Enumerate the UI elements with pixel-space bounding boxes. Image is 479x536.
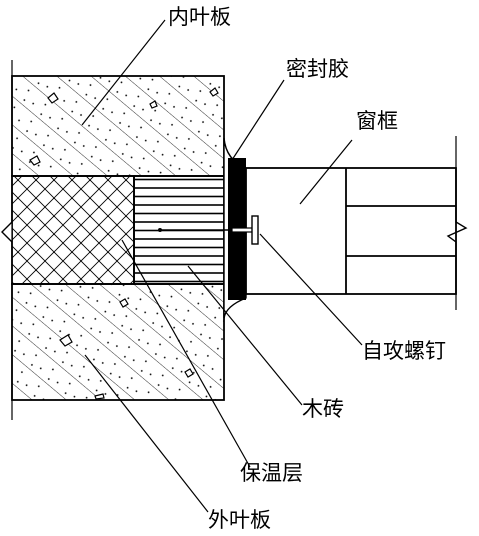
window-frame <box>245 136 468 310</box>
label-outer-leaf: 外叶板 <box>208 508 271 532</box>
leader-window-frame <box>299 139 353 205</box>
inner-leaf-panel <box>11 75 225 177</box>
self-tapping-screw <box>158 215 259 245</box>
label-window-frame: 窗框 <box>356 109 398 133</box>
label-inner-leaf: 内叶板 <box>168 5 231 29</box>
leader-inner-leaf <box>81 19 166 126</box>
leader-sealant <box>231 79 285 161</box>
label-sealant: 密封胶 <box>286 57 349 81</box>
insulation-layer <box>1 175 135 285</box>
leader-wood-brick <box>187 265 303 406</box>
outer-leaf-panel <box>11 283 225 401</box>
leader-outer-leaf <box>84 354 209 513</box>
leader-insulation <box>121 239 251 468</box>
leader-lines <box>81 19 363 513</box>
label-self-tapping-screw: 自攻螺钉 <box>362 339 446 363</box>
label-insulation: 保温层 <box>240 461 303 485</box>
label-wood-brick: 木砖 <box>302 397 344 421</box>
leader-screw <box>259 233 363 346</box>
